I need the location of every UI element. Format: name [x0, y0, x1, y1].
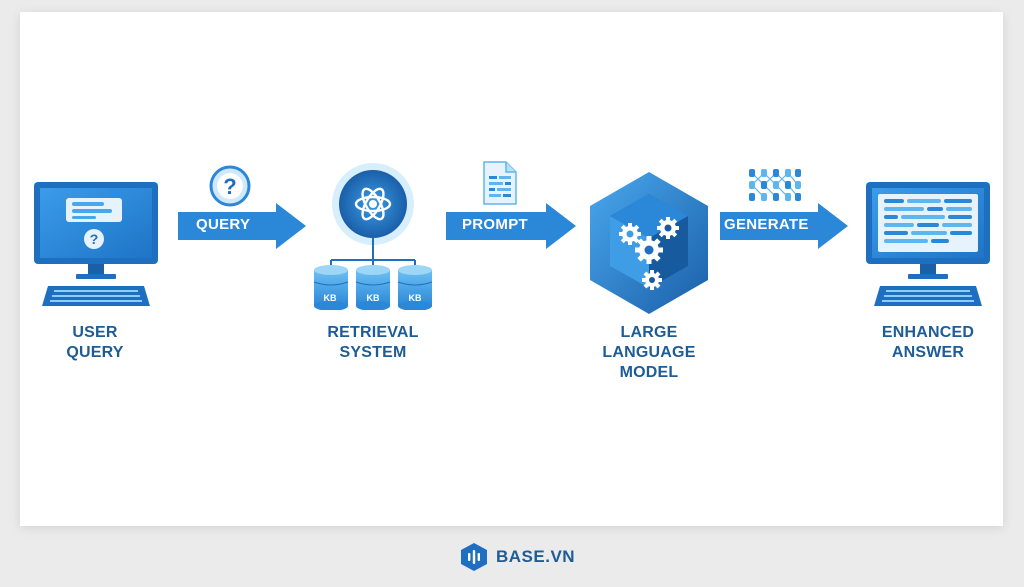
diagram-card: ? USER QUERY ? QUERY: [20, 12, 1003, 526]
computer-query-icon: ?: [34, 182, 158, 306]
footer-brand: BASE.VN: [460, 541, 575, 573]
kb-label-3: KB: [408, 293, 422, 303]
question-circle-icon: ?: [209, 165, 251, 207]
svg-text:?: ?: [90, 231, 99, 247]
base-logo-icon: [461, 543, 487, 571]
arrow-label-generate: GENERATE: [724, 216, 809, 233]
retrieval-system-icon: [313, 163, 433, 310]
arrow-label-query: QUERY: [196, 216, 251, 233]
document-icon: [483, 161, 517, 205]
step-label-large-language-model: LARGE LANGUAGE MODEL: [602, 324, 696, 381]
step-label-user-query: USER QUERY: [66, 324, 124, 361]
arrow-label-prompt: PROMPT: [462, 216, 528, 233]
computer-answer-icon: [866, 182, 990, 306]
step-label-retrieval-system: RETRIEVAL SYSTEM: [327, 324, 419, 361]
arrow-generate: GENERATE: [720, 203, 848, 249]
llm-hexagon-icon: [590, 172, 708, 314]
svg-text:?: ?: [223, 174, 236, 199]
step-label-enhanced-answer: ENHANCED ANSWER: [881, 324, 975, 361]
kb-label-2: KB: [366, 293, 380, 303]
arrow-query: QUERY: [178, 203, 306, 249]
kb-label-1: KB: [323, 293, 337, 303]
token-network-icon: [749, 169, 801, 201]
arrow-prompt: PROMPT: [446, 203, 576, 249]
brand-name: BASE.VN: [496, 547, 576, 566]
